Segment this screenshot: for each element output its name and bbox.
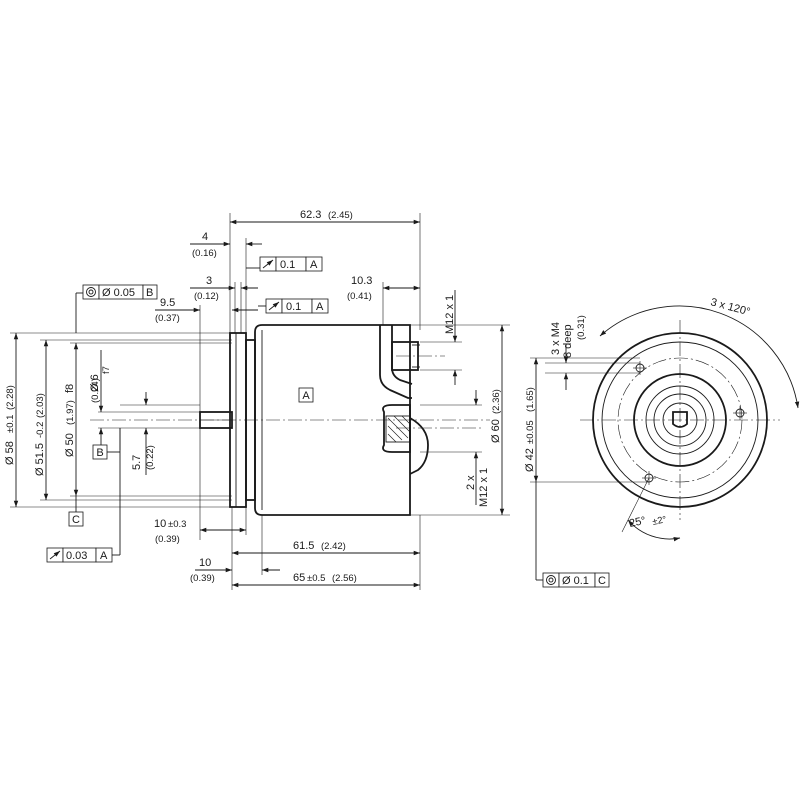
dim-61-5: 61.5 — [293, 540, 314, 552]
m4-qty: 3 x M4 — [550, 322, 562, 355]
runout-bottom-value: 0.03 — [66, 550, 87, 562]
m12-top-label: M12 x 1 — [444, 295, 456, 334]
dia-58: Ø 58 — [4, 441, 16, 465]
m4-depth-inch: (0.31) — [576, 315, 587, 340]
dia-50-fit: f8 — [64, 384, 76, 393]
dia-6-fit: f7 — [101, 366, 112, 374]
dim-4: 4 — [202, 231, 208, 243]
concentricity-b-value: Ø 0.05 — [102, 287, 135, 299]
dim-10b-inch: (0.39) — [190, 573, 215, 584]
dim-10a: 10 — [154, 518, 166, 530]
dim-10-3-inch: (0.41) — [347, 291, 372, 302]
dim-3: 3 — [206, 275, 212, 287]
dim-10a-inch: (0.39) — [155, 534, 180, 545]
runout-top-value: 0.1 — [280, 259, 295, 271]
dim-65-tol: ±0.5 — [307, 573, 325, 584]
dia-6-inch: (0.24) — [90, 378, 101, 403]
concentricity-c-value: Ø 0.1 — [562, 575, 589, 587]
dia-60-inch: (2.36) — [491, 389, 502, 414]
m12-connector-side — [382, 404, 482, 475]
dim-10a-tol: ±0.3 — [168, 519, 186, 530]
m12-side-qty: 2 x — [465, 475, 477, 490]
side-view: A — [10, 324, 490, 516]
end-view: 3 x 120° 3 x M4 8 deep (0.31) Ø 42 ±0.05… — [524, 296, 800, 588]
dia-42-inch: (1.65) — [525, 387, 536, 412]
dim-10-3: 10.3 — [351, 275, 372, 287]
dia-58-inch: (2.28) — [5, 385, 16, 410]
dia-50: Ø 50 — [64, 433, 76, 457]
dia-42-tol: ±0.05 — [525, 420, 536, 444]
top-dimensions: 62.3 (2.45) 4 (0.16) 3 (0.12) 9.5 (0.37)… — [75, 209, 462, 412]
dim-3-inch: (0.12) — [194, 291, 219, 302]
angle-3x120: 3 x 120° — [709, 296, 751, 318]
runout-bottom-datum: A — [100, 550, 108, 562]
angle-25-tol: ±2° — [651, 514, 667, 528]
angle-25: 25° — [628, 515, 647, 530]
dia-51-5-inch: (2.03) — [35, 393, 46, 418]
runout-top-datum: A — [310, 259, 318, 271]
datum-a-box: A — [298, 387, 314, 403]
m4-depth: 8 deep — [562, 324, 574, 358]
dim-62-3: 62.3 — [300, 209, 321, 221]
dia-42: Ø 42 — [524, 448, 536, 472]
shaft — [199, 411, 233, 429]
bottom-dimensions: 10 ±0.3 (0.39) 61.5 (2.42) 10 (0.39) 65 … — [154, 428, 421, 590]
right-dimensions: Ø 60 (2.36) 2 x M12 x 1 — [410, 324, 510, 516]
dia-51-5: Ø 51.5 — [34, 443, 46, 476]
datum-c-box: C — [68, 496, 84, 527]
dim-9-5-inch: (0.37) — [155, 313, 180, 324]
dim-62-3-inch: (2.45) — [328, 210, 353, 221]
left-dimensions: Ø 58 ±0.1 (2.28) Ø 51.5 -0.2 (2.03) Ø 50… — [4, 333, 200, 563]
dia-60: Ø 60 — [490, 419, 502, 443]
runout-frame-top: 0.1 A — [246, 256, 323, 272]
runout-frame-bottom: 0.03 A — [46, 428, 121, 563]
datum-b-label: B — [96, 447, 103, 459]
dim-65: 65 — [293, 572, 305, 584]
runout-frame-mid: 0.1 A — [258, 298, 329, 314]
runout-mid-value: 0.1 — [286, 301, 301, 313]
m12-side-label: M12 x 1 — [478, 468, 490, 507]
dim-61-5-inch: (2.42) — [321, 541, 346, 552]
dia-50-inch: (1.97) — [65, 400, 76, 425]
dim-65-inch: (2.56) — [332, 573, 357, 584]
m4-holes — [633, 361, 747, 485]
dim-10b: 10 — [199, 557, 211, 569]
dia-58-tol: ±0.1 — [5, 415, 16, 433]
datum-c-label: C — [72, 514, 80, 526]
concentricity-c-datum: C — [598, 575, 606, 587]
dia-51-5-tol: -0.2 — [35, 422, 46, 438]
datum-a-label: A — [302, 390, 310, 402]
datum-b-box: B — [92, 428, 121, 460]
concentricity-frame-c: Ø 0.1 C — [535, 482, 610, 588]
runout-mid-datum: A — [316, 301, 324, 313]
dia-6: Ø 6 — [89, 374, 101, 392]
concentricity-b-datum: B — [146, 287, 153, 299]
dim-5-7-inch: (0.22) — [145, 445, 156, 470]
m12-connector-top — [379, 325, 445, 399]
dim-9-5: 9.5 — [160, 297, 175, 309]
dim-4-inch: (0.16) — [192, 248, 217, 259]
dim-5-7: 5.7 — [131, 455, 143, 470]
concentricity-frame-b: Ø 0.05 B — [75, 284, 158, 333]
